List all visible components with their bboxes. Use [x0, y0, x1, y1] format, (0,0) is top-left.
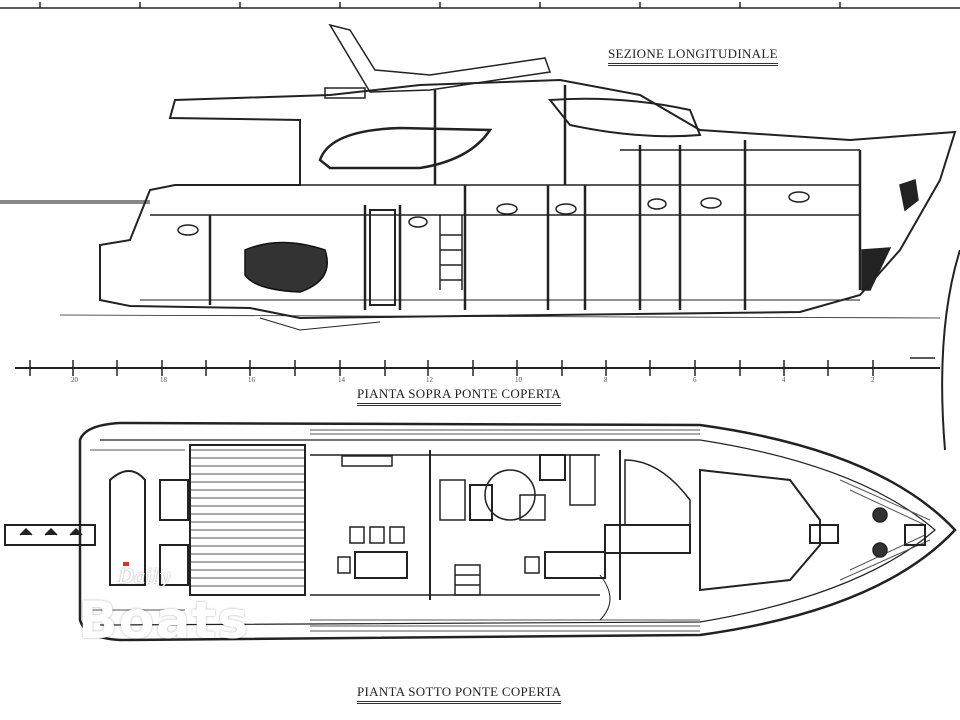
scale-label: 16: [248, 376, 255, 384]
scale-label: 14: [338, 376, 345, 384]
scale-bar: [15, 357, 940, 376]
lower-plan-title: PIANTA SOTTO PONTE COPERTA: [357, 684, 562, 704]
scale-label: 12: [426, 376, 433, 384]
section-title: SEZIONE LONGITUDINALE: [608, 46, 778, 66]
watermark-boats: Boats: [78, 591, 250, 651]
watermark-accent: [123, 562, 129, 566]
deck-plan: [4, 421, 957, 642]
top-ruler: [0, 2, 960, 9]
scale-label: 18: [160, 376, 167, 384]
scale-label: 6: [693, 376, 697, 384]
longitudinal-section: [0, 23, 957, 331]
scale-label: 8: [604, 376, 608, 384]
scale-label: 4: [782, 376, 786, 384]
watermark-daily: Daily: [118, 564, 171, 588]
scale-label: 10: [515, 376, 522, 384]
upper-plan-title: PIANTA SOPRA PONTE COPERTA: [357, 386, 561, 406]
scale-label: 20: [71, 376, 78, 384]
scale-label: 2: [871, 376, 875, 384]
